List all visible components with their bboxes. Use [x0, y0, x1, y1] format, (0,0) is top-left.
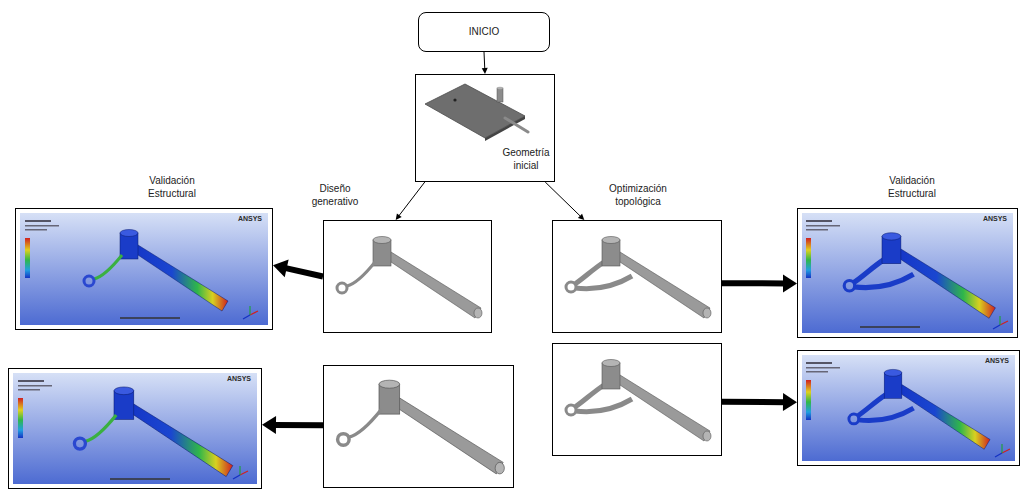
connector-line	[274, 422, 323, 428]
initial-plate	[425, 84, 528, 141]
validation-box: ANSYS	[797, 350, 1020, 466]
thick-arrow	[722, 274, 797, 292]
validation-box: Validación EstructuralANSYS	[797, 208, 1018, 338]
topology-part	[566, 237, 711, 319]
start-box: INICIO	[418, 12, 550, 52]
stress-plot	[849, 369, 990, 449]
node-label: Validación Estructural	[876, 175, 948, 200]
arrowhead	[783, 393, 797, 411]
node-label: Validación Estructural	[136, 175, 208, 200]
geometry-box: Geometría inicial	[415, 74, 555, 182]
ansys-background	[802, 213, 1013, 333]
flow-arrow	[482, 52, 488, 74]
arrowhead	[396, 213, 402, 220]
validation-box: ANSYS	[8, 368, 262, 489]
connector-line	[545, 182, 580, 216]
topology-part	[566, 360, 711, 442]
software-logo: ANSYS	[227, 375, 251, 384]
node-label: Geometría inicial	[498, 147, 554, 172]
connector-line	[722, 399, 785, 405]
node-label: INICIO	[419, 26, 549, 39]
thick-arrow	[273, 260, 323, 278]
design-box: Optimización topológica	[552, 220, 722, 333]
connector-line	[285, 268, 323, 277]
software-logo: ANSYS	[983, 215, 1007, 224]
software-logo: ANSYS	[985, 357, 1009, 366]
node-label: Optimización topológica	[595, 183, 681, 208]
software-logo: ANSYS	[238, 215, 262, 224]
design-box	[323, 365, 514, 488]
arrowhead	[783, 274, 797, 292]
stress-plot	[844, 233, 995, 319]
arrowhead	[273, 260, 289, 278]
generative-part	[338, 380, 505, 474]
design-box: Diseño generativo	[323, 220, 492, 333]
connector-line	[399, 182, 425, 216]
design-box	[552, 343, 722, 456]
ansys-background	[20, 213, 268, 325]
thick-arrow	[722, 393, 797, 411]
stress-plot	[84, 230, 228, 312]
flow-arrow	[396, 182, 425, 220]
connector-line	[722, 280, 785, 286]
stress-plot	[74, 387, 232, 477]
ansys-background	[802, 355, 1015, 461]
thick-arrow	[262, 416, 323, 434]
node-label: Diseño generativo	[302, 183, 368, 208]
flow-arrow	[545, 182, 584, 220]
connector-line	[484, 52, 486, 69]
arrowhead	[262, 416, 276, 434]
ansys-background	[13, 373, 257, 484]
generative-part	[337, 237, 482, 319]
validation-box: Validación EstructuralANSYS	[15, 208, 273, 330]
